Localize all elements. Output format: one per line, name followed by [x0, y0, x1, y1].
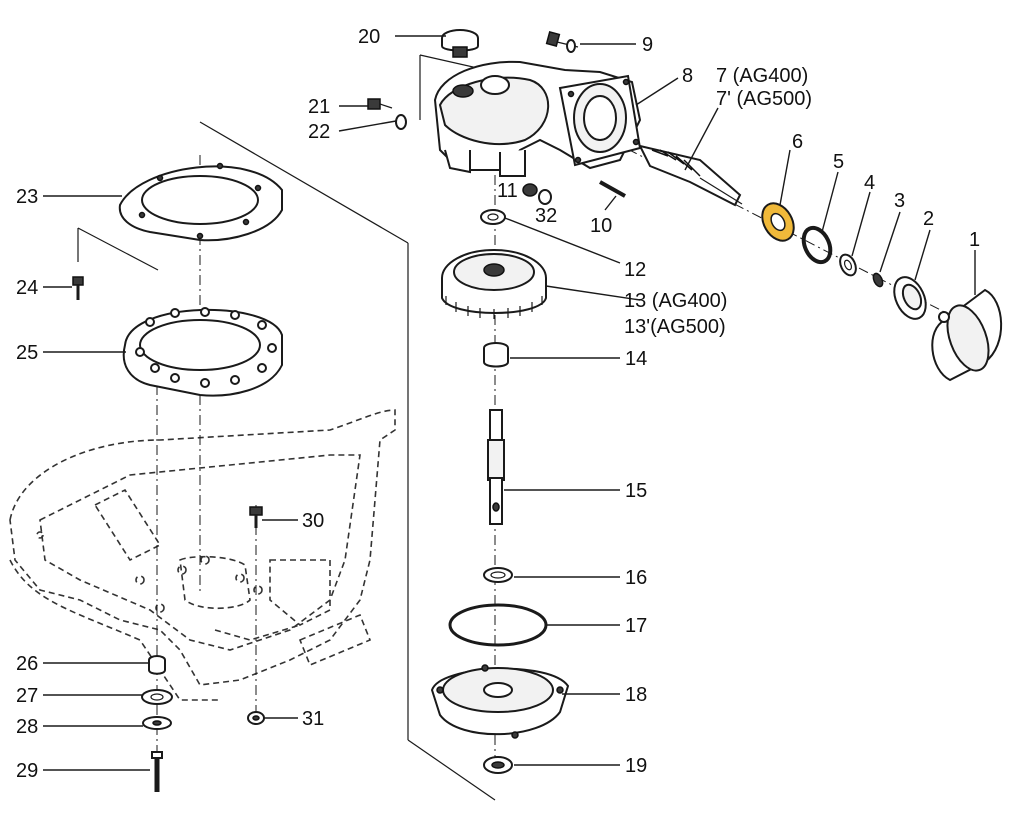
callout-22: 22: [308, 121, 330, 143]
plate-25: [122, 307, 283, 397]
callout-15: 15: [625, 480, 647, 502]
washer-27: [141, 689, 173, 705]
gearbox-housing: [433, 60, 642, 177]
plug-20: [441, 29, 479, 58]
callout-18: 18: [625, 684, 647, 706]
spacer-26: [148, 655, 166, 675]
nut-32: [538, 189, 552, 205]
bolt-21: [367, 98, 393, 110]
callout-1: 1: [969, 229, 980, 251]
callout-11: 11: [497, 180, 518, 202]
callout-labels: 1 2 3 4 5 6 7 (AG400) 7' (AG500) 8 9 10 …: [16, 26, 980, 782]
callout-24: 24: [16, 277, 38, 299]
callout-25: 25: [16, 342, 38, 364]
bolt-24: [72, 276, 84, 300]
shaft-15: [487, 409, 505, 525]
callout-8: 8: [682, 65, 693, 87]
callout-13-prime: 13'(AG500): [624, 316, 726, 338]
callout-2: 2: [923, 208, 934, 230]
bolt-29: [151, 751, 163, 792]
callout-29: 29: [16, 760, 38, 782]
washer-28: [142, 716, 172, 730]
callout-31: 31: [302, 708, 324, 730]
callout-23: 23: [16, 186, 38, 208]
gasket-23: [118, 162, 283, 242]
gear-13: [441, 249, 547, 319]
washer-4: [839, 253, 857, 277]
callout-21: 21: [308, 96, 330, 118]
callout-7: 7 (AG400): [716, 65, 808, 87]
callout-14: 14: [625, 348, 647, 370]
callout-20: 20: [358, 26, 380, 48]
callout-16: 16: [625, 567, 647, 589]
callout-10: 10: [590, 215, 612, 237]
seal-16: [483, 567, 513, 583]
callout-13: 13 (AG400): [624, 290, 727, 312]
callout-9: 9: [642, 34, 653, 56]
worm-shaft-7: [638, 144, 743, 207]
bearing-6: [761, 202, 795, 242]
leader-lines: [43, 35, 976, 771]
end-cap-1: [931, 288, 1003, 382]
callout-7-prime: 7' (AG500): [716, 88, 812, 110]
callout-19: 19: [625, 755, 647, 777]
callout-30: 30: [302, 510, 324, 532]
washer-22: [395, 114, 407, 130]
callout-4: 4: [864, 172, 875, 194]
bolt-30: [249, 506, 263, 528]
callout-12: 12: [624, 259, 646, 281]
callout-27: 27: [16, 685, 38, 707]
plug-20-seat: [452, 84, 474, 98]
cover-18: [430, 664, 570, 739]
washer-12: [480, 209, 506, 225]
callout-3: 3: [894, 190, 905, 212]
nut-11: [522, 183, 538, 197]
mower-deck-frame: [9, 409, 396, 701]
callout-6: 6: [792, 131, 803, 153]
o-ring-3: [872, 272, 884, 288]
o-ring-17: [448, 603, 548, 647]
callout-26: 26: [16, 653, 38, 675]
bushing-14: [483, 342, 509, 368]
bolt-9: [545, 30, 579, 53]
callout-5: 5: [833, 151, 844, 173]
seal-19: [483, 756, 513, 774]
callout-17: 17: [625, 615, 647, 637]
nut-31: [247, 711, 265, 725]
callout-28: 28: [16, 716, 38, 738]
circlip-5: [801, 225, 833, 265]
seal-2: [893, 276, 927, 320]
stud-10: [599, 180, 626, 198]
callout-32: 32: [535, 205, 557, 227]
